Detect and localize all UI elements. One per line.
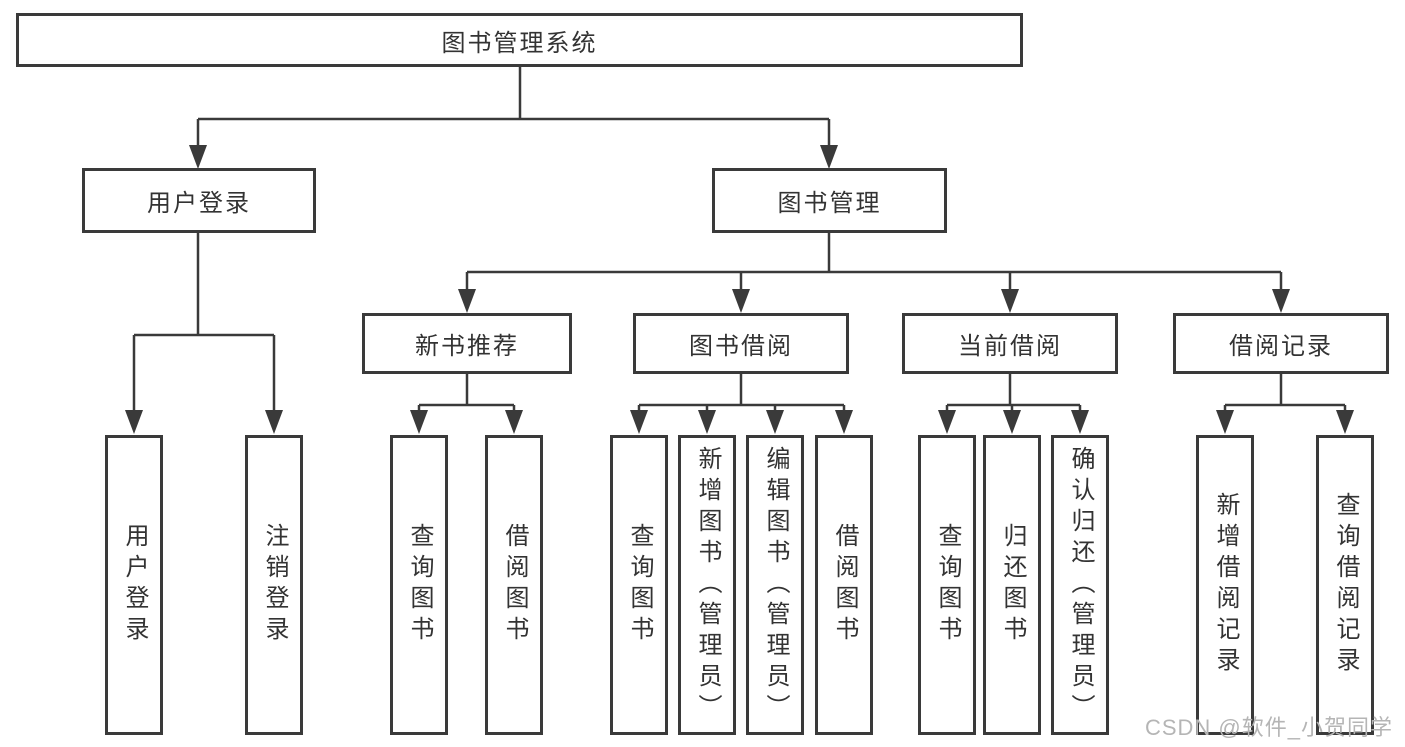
node-user-login: 用户登录 [82,168,316,233]
leaf-add-book-admin: 新增图书（管理员） [678,435,736,735]
csdn-watermark: CSDN @软件_小贺同学 [1144,715,1393,740]
node-book-borrow: 图书借阅 [633,313,849,374]
leaf-edit-book-admin: 编辑图书（管理员） [746,435,804,735]
leaf-borrow-book-1: 借阅图书 [485,435,543,735]
node-current-borrow: 当前借阅 [902,313,1118,374]
leaf-query-book-2: 查询图书 [610,435,668,735]
leaf-borrow-book-2: 借阅图书 [815,435,873,735]
leaf-add-borrow-record: 新增借阅记录 [1196,435,1254,735]
leaf-confirm-return-admin: 确认归还（管理员） [1051,435,1109,735]
leaf-query-borrow-record: 查询借阅记录 [1316,435,1374,735]
leaf-user-login: 用户登录 [105,435,163,735]
leaf-return-book: 归还图书 [983,435,1041,735]
node-book-management: 图书管理 [712,168,947,233]
arrowheads [125,145,1354,434]
node-new-book-recommend: 新书推荐 [362,313,572,374]
node-root: 图书管理系统 [16,13,1023,67]
leaf-logout: 注销登录 [245,435,303,735]
node-borrow-records: 借阅记录 [1173,313,1389,374]
leaf-query-book-3: 查询图书 [918,435,976,735]
leaf-query-book-1: 查询图书 [390,435,448,735]
